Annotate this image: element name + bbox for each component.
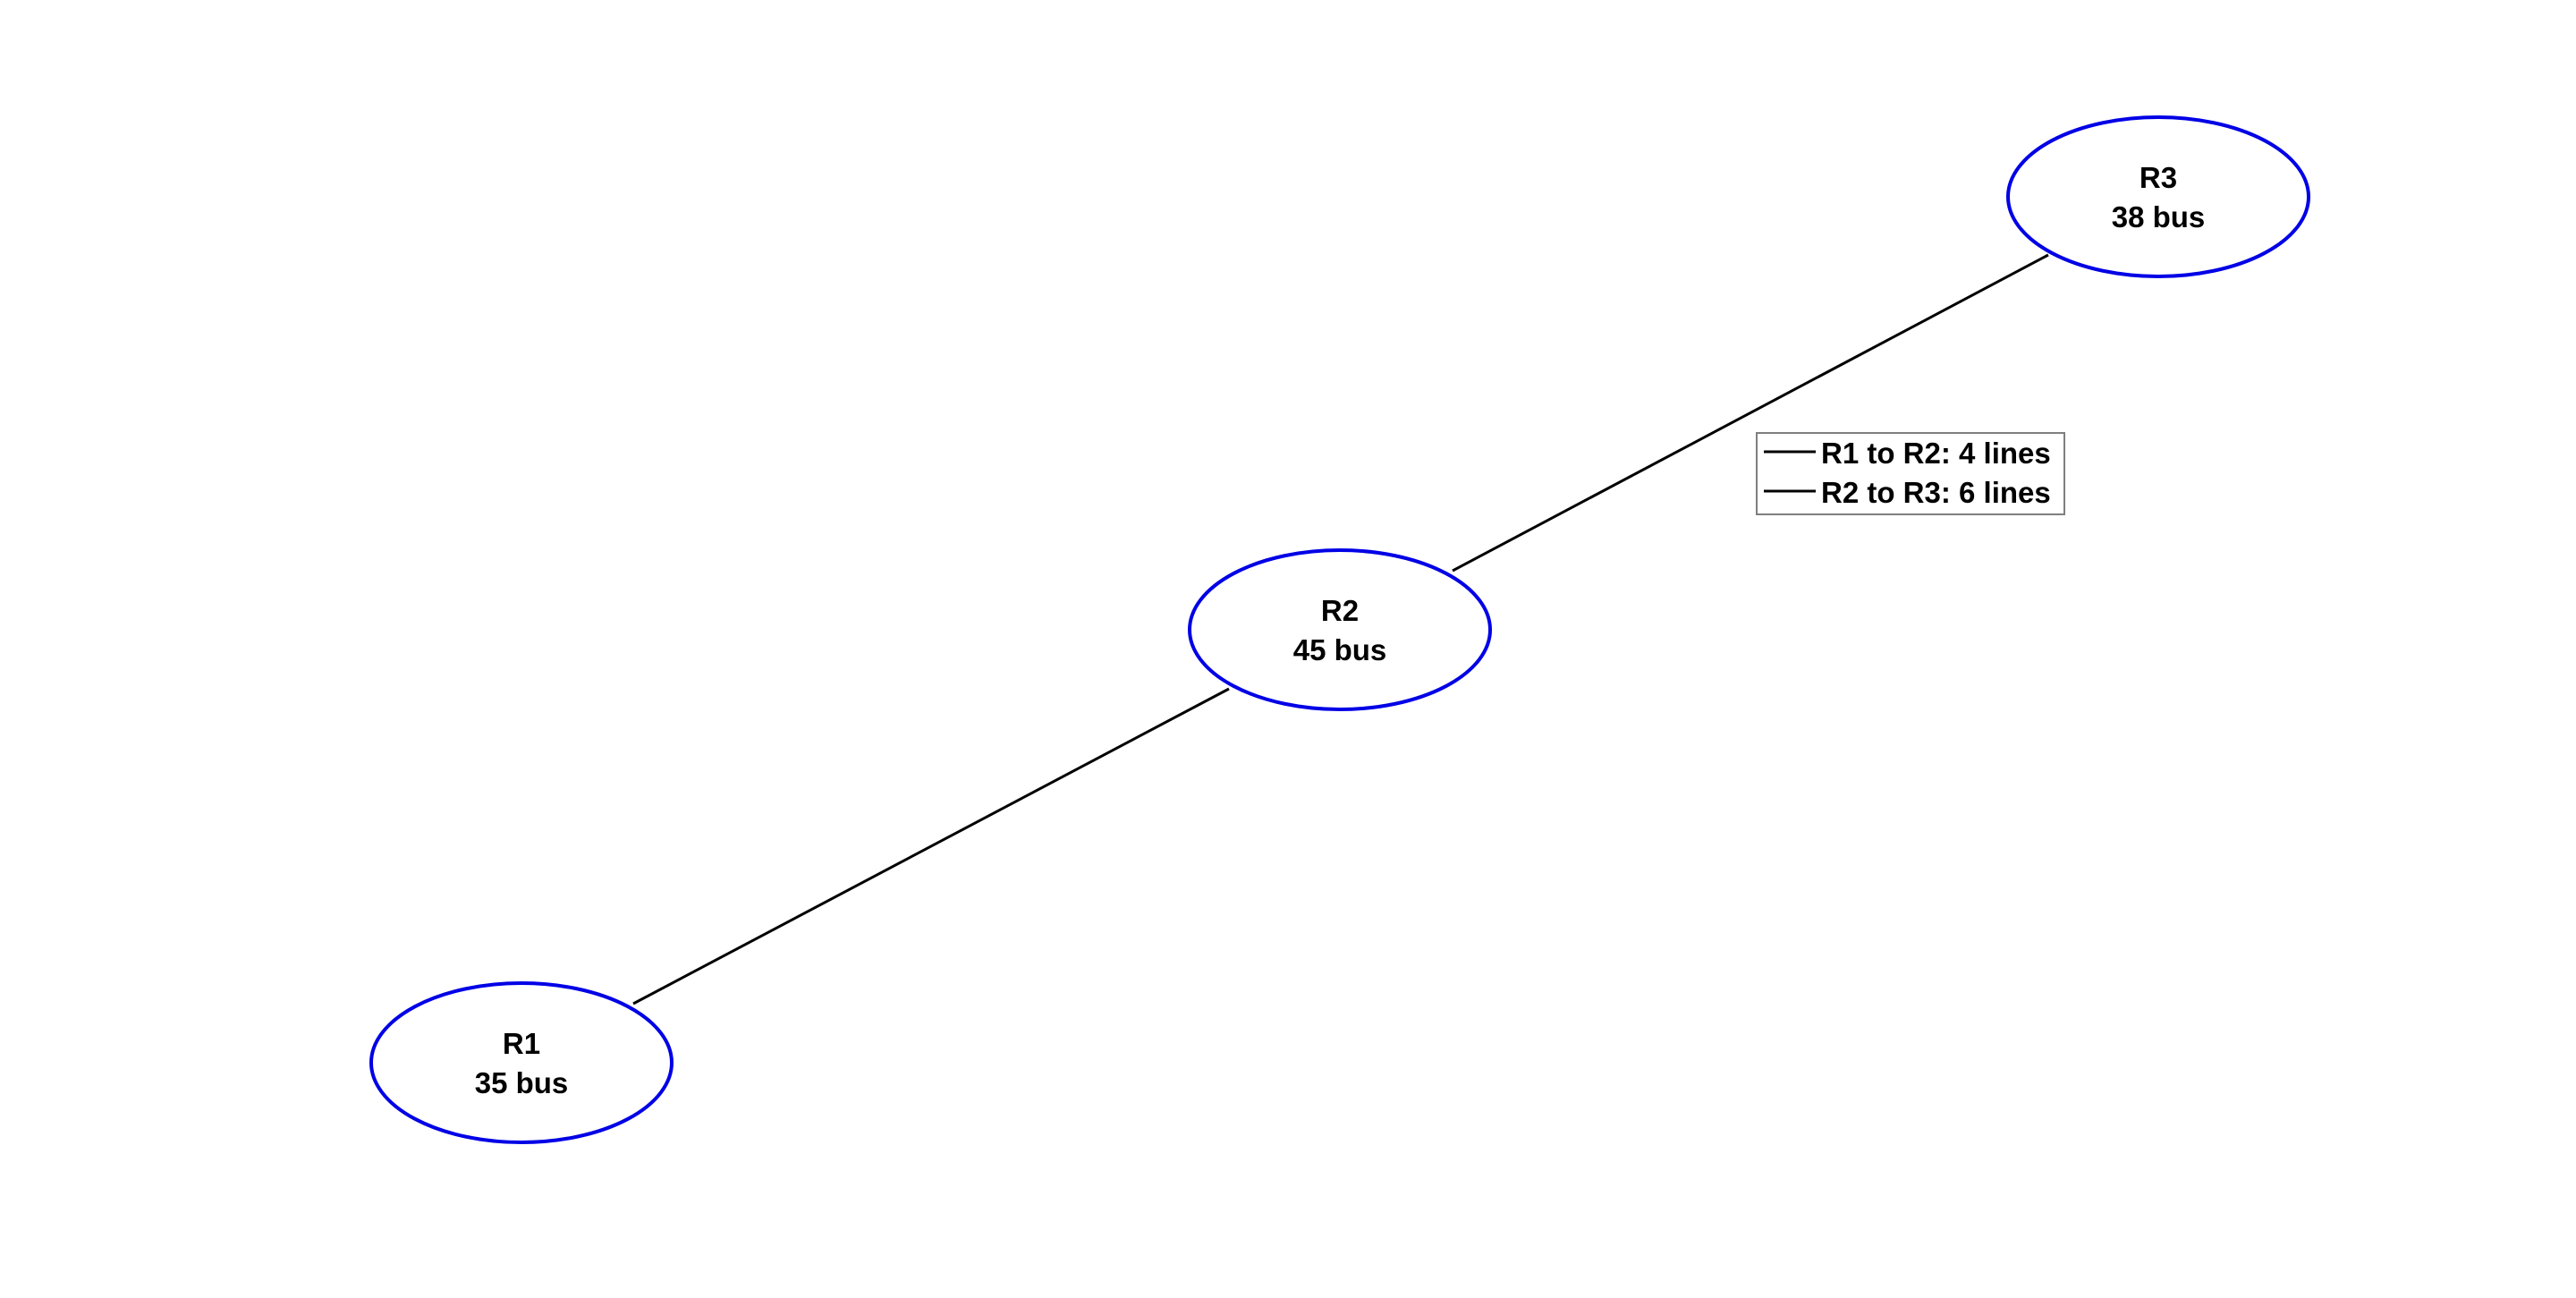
node-r2-ellipse <box>1188 548 1492 711</box>
node-r2-sublabel: 45 bus <box>1293 633 1387 666</box>
node-r1: R1 35 bus <box>369 981 674 1144</box>
edge-r1-r2 <box>632 687 1230 1005</box>
edge-r2-r3 <box>1452 253 2049 573</box>
node-r1-ellipse <box>369 981 674 1144</box>
node-r2-label: R2 <box>1321 594 1359 627</box>
node-r1-label: R1 <box>503 1027 540 1060</box>
node-r3-label: R3 <box>2140 161 2177 194</box>
node-r2: R2 45 bus <box>1188 548 1492 711</box>
legend: R1 to R2: 4 lines R2 to R3: 6 lines <box>1756 432 2065 515</box>
legend-item-r2-r3: R2 to R3: 6 lines <box>1821 476 2051 509</box>
node-r3: R3 38 bus <box>2006 115 2310 278</box>
node-r3-ellipse <box>2006 115 2310 278</box>
node-r3-sublabel: 38 bus <box>2112 200 2206 233</box>
legend-box <box>1756 432 2065 515</box>
node-r1-sublabel: 35 bus <box>475 1066 569 1099</box>
legend-item-r1-r2: R1 to R2: 4 lines <box>1821 437 2051 470</box>
edges <box>632 253 2049 1005</box>
